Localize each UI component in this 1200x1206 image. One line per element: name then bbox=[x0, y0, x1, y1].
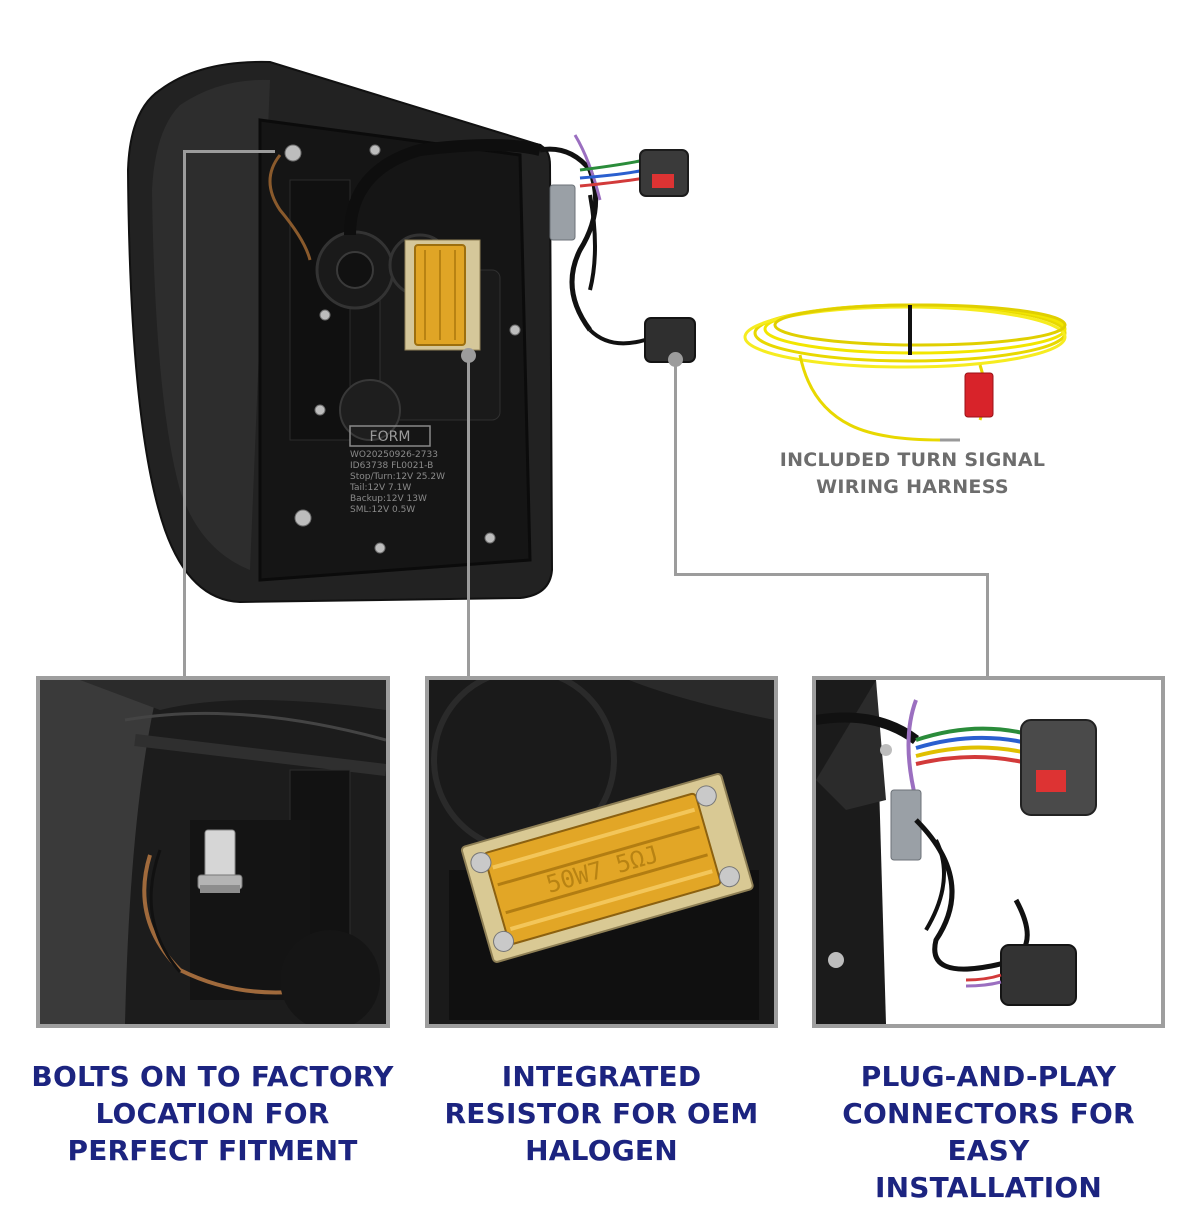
leader-line-bolt bbox=[183, 150, 186, 677]
housing-label-line: Stop/Turn:12V 25.2W bbox=[350, 472, 445, 482]
feature-heading-line: HALOGEN bbox=[525, 1134, 678, 1167]
feature-heading-line: PLUG-AND-PLAY bbox=[860, 1060, 1117, 1093]
housing-label-line: ID63738 FL0021-B bbox=[350, 461, 433, 471]
tail-light-housing-image: FORM WO20250926-2733 ID63738 FL0021-B St… bbox=[120, 50, 740, 610]
leader-line-connector bbox=[674, 573, 988, 576]
harness-caption-line: INCLUDED TURN SIGNAL bbox=[779, 449, 1046, 471]
wiring-harness-image bbox=[740, 285, 1090, 455]
leader-dot-resistor bbox=[461, 348, 476, 363]
leader-line-resistor bbox=[467, 355, 470, 677]
feature-heading-line: RESISTOR FOR OEM bbox=[444, 1097, 759, 1130]
feature-heading-line: INSTALLATION bbox=[875, 1171, 1102, 1204]
housing-brand-text: FORM bbox=[370, 429, 411, 445]
housing-label-line: Tail:12V 7.1W bbox=[349, 483, 411, 493]
feature-heading-fitment: BOLTS ON TO FACTORY LOCATION FOR PERFECT… bbox=[20, 1058, 405, 1169]
housing-label-line: WO20250926-2733 bbox=[350, 450, 438, 460]
feature-heading-line: INTEGRATED bbox=[501, 1060, 702, 1093]
bolt-closeup-image bbox=[40, 680, 386, 1024]
detail-panel-connectors bbox=[812, 676, 1165, 1028]
feature-heading-line: BOLTS ON TO FACTORY bbox=[31, 1060, 394, 1093]
feature-heading-connectors: PLUG-AND-PLAY CONNECTORS FOR EASY INSTAL… bbox=[797, 1058, 1180, 1206]
housing-label-line: SML:12V 0.5W bbox=[350, 505, 415, 515]
feature-heading-line: LOCATION FOR bbox=[95, 1097, 330, 1130]
detail-panel-resistor: 50W7 5ΩJ bbox=[425, 676, 778, 1028]
detail-panel-bolt bbox=[36, 676, 390, 1028]
connector-closeup-image bbox=[816, 680, 1161, 1024]
leader-line-connector bbox=[674, 360, 677, 575]
housing-label-line: Backup:12V 13W bbox=[350, 494, 427, 504]
feature-heading-line: CONNECTORS FOR EASY bbox=[842, 1097, 1135, 1167]
leader-line-connector bbox=[986, 573, 989, 677]
leader-line-bolt bbox=[183, 150, 275, 153]
leader-dot-connector bbox=[668, 352, 683, 367]
harness-caption: INCLUDED TURN SIGNAL WIRING HARNESS bbox=[760, 447, 1065, 501]
harness-caption-line: WIRING HARNESS bbox=[816, 476, 1009, 498]
feature-heading-line: PERFECT FITMENT bbox=[67, 1134, 358, 1167]
feature-heading-resistor: INTEGRATED RESISTOR FOR OEM HALOGEN bbox=[410, 1058, 793, 1169]
resistor-closeup-image: 50W7 5ΩJ bbox=[429, 680, 774, 1024]
